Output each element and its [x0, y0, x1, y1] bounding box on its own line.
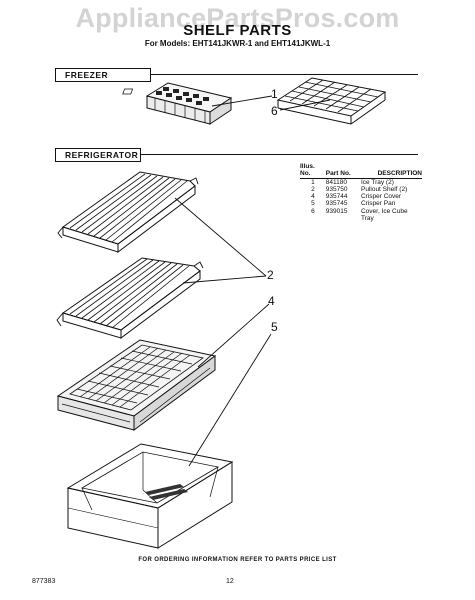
refrigerator-section-rule	[141, 154, 418, 155]
cell-part: 935744	[325, 193, 348, 201]
watermark-logo: AppliancePartsPros.com	[75, 3, 400, 33]
refrigerator-section-label: REFRIGERATOR	[55, 148, 141, 162]
cell-part: 939015	[325, 207, 348, 215]
cell-part: 935750	[325, 185, 348, 193]
header-illus-no: Illus. No.	[300, 163, 326, 179]
cell-illus: 4	[311, 193, 315, 201]
table-row: 1 841180 Ice Tray (2)	[300, 178, 422, 186]
callout-6: 6	[271, 104, 278, 118]
freezer-wire-shelf-drawing	[276, 77, 387, 125]
cell-description: Cover, Ice Cube Tray	[360, 207, 408, 223]
table-row: 2 935750 Pullout Shelf (2)	[300, 186, 422, 193]
freezer-section-rule	[151, 74, 418, 75]
callout-1: 1	[271, 87, 278, 101]
pullout-shelf-lower-drawing	[56, 257, 204, 339]
page-title: SHELF PARTS	[183, 22, 292, 39]
table-row: 4 935744 Crisper Cover	[300, 193, 422, 200]
ice-tray-drawing	[122, 82, 233, 125]
cell-illus: 2	[311, 185, 315, 193]
header-part-no: Part No.	[325, 163, 361, 179]
pullout-shelf-upper-drawing	[57, 171, 199, 254]
table-row: 6 939015 Cover, Ice Cube Tray	[300, 208, 422, 223]
document-number: 877383	[32, 578, 56, 585]
cell-part: 841180	[325, 178, 348, 186]
models-line: For Models: EHT141JKWR-1 and EHT141JKWL-…	[144, 39, 331, 48]
freezer-section-label: FREEZER	[55, 68, 151, 82]
cell-description: Pullout Shelf (2)	[360, 185, 408, 193]
callout-4: 4	[268, 294, 275, 308]
cell-description: Crisper Pan	[360, 200, 396, 208]
cell-illus: 5	[311, 200, 315, 208]
cell-description: Ice Tray (2)	[360, 178, 394, 186]
cell-description: Crisper Cover	[360, 193, 402, 201]
header-description: DESCRIPTION	[360, 163, 422, 179]
callout-2: 2	[267, 268, 274, 282]
cell-part: 935745	[325, 200, 348, 208]
table-row: 5 935745 Crisper Pan	[300, 200, 422, 207]
page-number: 12	[226, 578, 234, 585]
crisper-pan-drawing	[66, 443, 234, 549]
cell-illus: 6	[311, 207, 315, 215]
crisper-cover-drawing	[56, 339, 217, 431]
parts-table: Illus. No. Part No. DESCRIPTION 1 841180…	[300, 163, 422, 222]
cell-illus: 1	[311, 178, 315, 186]
callout-5: 5	[271, 320, 278, 334]
ordering-footer: FOR ORDERING INFORMATION REFER TO PARTS …	[138, 557, 337, 563]
